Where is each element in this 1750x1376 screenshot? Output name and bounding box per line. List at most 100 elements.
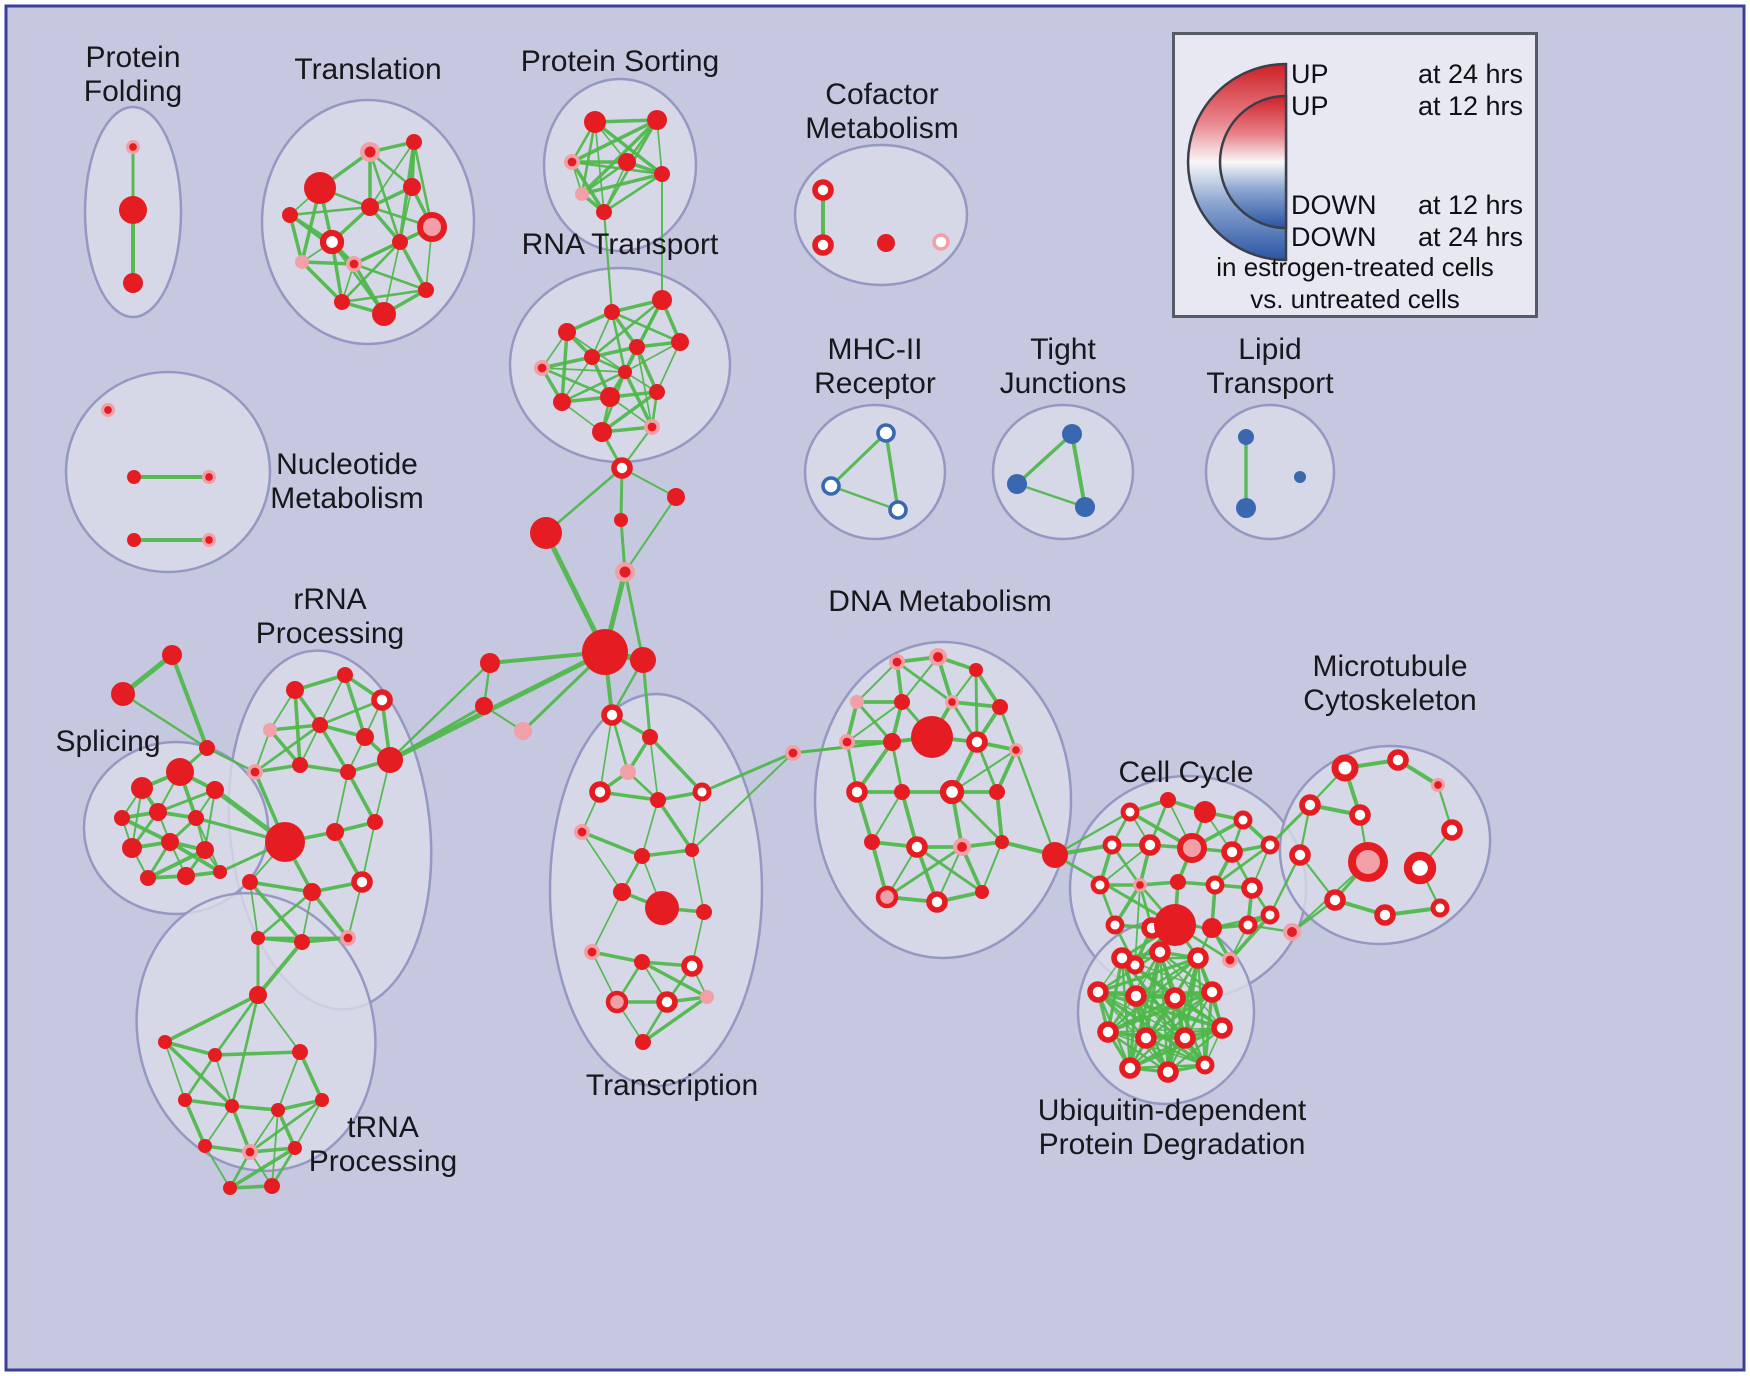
gene-node [1174,1027,1196,1049]
gene-node [877,234,895,252]
edge-rrna-processing [318,698,384,727]
edge-splicing [168,840,222,874]
gene-node [1125,985,1147,1007]
gene-node [1194,801,1216,823]
edge-rrna-processing [256,890,314,940]
gene-node [371,689,393,711]
edge-rna-transport [610,310,682,344]
gene-node [1042,842,1068,868]
edge-link [884,431,900,512]
edge-transcription [641,799,659,857]
gene-node [213,865,227,879]
gene-node [992,699,1008,715]
gene-node [131,777,153,799]
edge-rna-transport [561,356,593,403]
legend-level-label: DOWN [1291,190,1377,220]
edge-trna-processing [298,1050,324,1102]
gene-node [685,843,699,857]
edge-dna-metabolism [871,791,903,843]
gene-node [196,841,214,859]
gene-node [567,157,577,167]
gene-node [1374,904,1396,926]
gene-node [948,698,956,706]
gene-node [671,333,689,351]
gene-node [295,255,309,269]
gene-node [1105,915,1125,935]
edge-trna-processing [230,1104,252,1154]
gene-node [356,728,374,746]
legend-level-label: UP [1291,91,1329,121]
gene-node [634,848,650,864]
edge-ubiquitin-degradation [1106,990,1214,1034]
edge-link [1015,482,1087,509]
edge-trna-processing [277,1051,301,1111]
edge-link [602,210,614,314]
edge-transcription [640,960,709,999]
gene-node [911,716,953,758]
edge-trna-processing [276,1098,324,1112]
gene-node [634,954,650,970]
gene-node [875,885,899,909]
edge-rrna-processing [253,723,322,774]
gene-node [1090,875,1110,895]
gene-node [1164,987,1186,1009]
gene-node [696,904,712,920]
edge-rrna-processing [346,770,377,824]
gene-node [315,1093,329,1107]
edge-translation [340,288,428,304]
gene-node [205,536,213,544]
edge-rna-transport [591,311,613,358]
gene-node [584,111,606,133]
edge-ubiquitin-degradation [1128,1026,1224,1070]
gene-node [292,1044,308,1060]
gene-node [1403,851,1437,885]
gene-node [966,731,988,753]
edge-trna-processing [230,993,260,1108]
gene-node [883,733,901,751]
gene-node [635,1034,651,1050]
gene-node [319,229,345,255]
legend-row-up-12: UP at 12 hrs [1291,91,1523,121]
gene-node [1238,429,1254,445]
gene-node [654,166,670,182]
gene-node [264,1178,280,1194]
gene-node [1260,905,1280,925]
gene-node [199,740,215,756]
edge-rrna-processing [310,890,350,940]
edge-transcription [641,995,709,1044]
legend-time-label: at 24 hrs [1417,222,1523,252]
gene-node [1430,898,1450,918]
edge-dna-metabolism [915,845,984,894]
gene-node [292,757,308,773]
gene-node [372,302,396,326]
gene-node [975,885,989,899]
gene-node [645,891,679,925]
legend-time-label: at 24 hrs [1417,59,1523,89]
edge-protein-sorting [580,118,659,196]
gene-node [140,870,156,886]
gene-node [377,747,403,773]
gene-node [989,784,1005,800]
edge-translation [300,260,344,304]
edge-link [700,751,795,794]
edge-rna-transport [600,390,659,434]
gene-node [245,1147,255,1157]
edge-link [691,752,794,851]
gene-node [1260,835,1280,855]
gene-node [475,697,493,715]
gene-node [1238,915,1258,935]
gene-node [642,729,658,745]
cluster-ellipse-nucleotide-metabolism [64,370,272,574]
gene-node [821,476,841,496]
gene-node [166,758,194,786]
edge-dna-metabolism [895,660,954,704]
gene-node [812,234,834,256]
edge-link [1053,810,1132,857]
gene-node [178,1093,192,1107]
cluster-ellipse-cofactor-metabolism [793,143,969,287]
edge-trna-processing [271,1109,279,1187]
cluster-ellipse-transcription [548,692,764,1088]
gene-node [294,934,310,950]
gene-node [656,991,678,1013]
edge-splicing [146,848,207,880]
